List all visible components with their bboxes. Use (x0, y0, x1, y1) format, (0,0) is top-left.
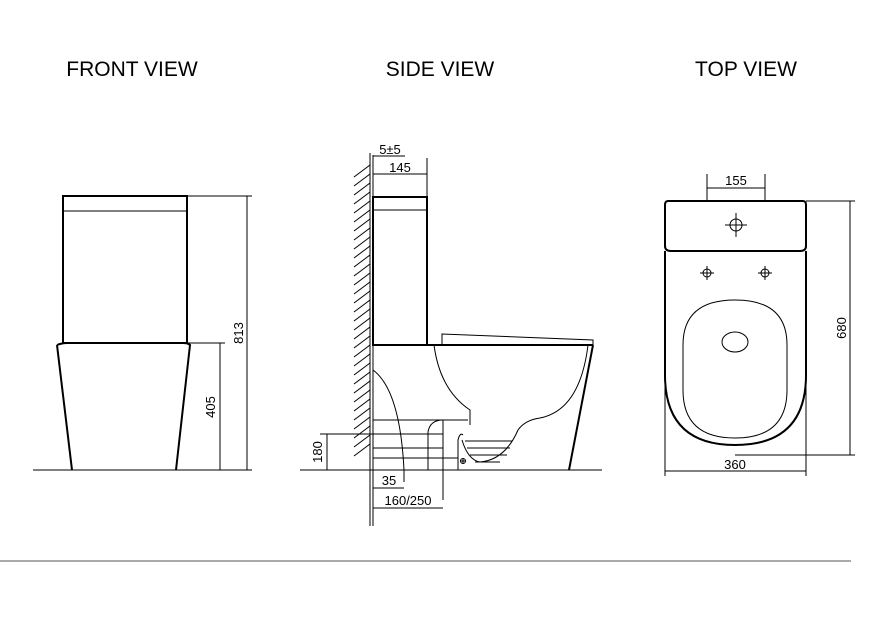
dim-145: 145 (389, 160, 411, 175)
wall-hatch-line (353, 272, 371, 286)
dim-360: 360 (724, 457, 746, 472)
wall-hatch-line (353, 308, 371, 322)
wall-hatch-line (353, 209, 371, 223)
wall-hatch-line (353, 425, 371, 439)
dim-405: 405 (203, 396, 218, 418)
wall-hatch-line (353, 380, 371, 394)
wall-hatch-line (353, 389, 371, 403)
dim-680: 680 (834, 317, 849, 339)
wall-hatch-line (353, 371, 371, 385)
wall-hatch-line (353, 416, 371, 430)
wall-hatch-line (353, 362, 371, 376)
wall-hatch-line (353, 236, 371, 250)
top-view-title: TOP VIEW (695, 58, 797, 81)
wall-hatch-line (353, 227, 371, 241)
wall-hatch-line (353, 443, 371, 457)
front-view: 813 405 (33, 195, 252, 471)
wall-hatch-line (353, 173, 371, 187)
wall-hatch-line (353, 263, 371, 277)
wall-hatch-line (353, 326, 371, 340)
side-view-title: SIDE VIEW (386, 58, 495, 81)
wall-hatch-line (353, 299, 371, 313)
wall-hatch-line (353, 254, 371, 268)
wall-hatch-line (353, 434, 371, 448)
dim-180: 180 (310, 441, 325, 463)
dim-35: 35 (382, 473, 396, 488)
wall-hatch-line (353, 245, 371, 259)
wall-hatch-line (353, 281, 371, 295)
wall-hatch-line (353, 335, 371, 349)
wall-hatch-line (353, 290, 371, 304)
wall-hatch-line (353, 164, 371, 178)
wall-hatch-line (353, 182, 371, 196)
top-view: 155 680 360 (664, 173, 855, 476)
wall-hatch-line (353, 191, 371, 205)
side-view: 5±5 145 180 35 160/250 (300, 142, 602, 526)
wall-hatch-line (353, 407, 371, 421)
wall-hatch-line (353, 344, 371, 358)
wall-hatch-line (353, 398, 371, 412)
wall-hatch-line (353, 218, 371, 232)
dim-155: 155 (725, 173, 747, 188)
dim-160-250: 160/250 (385, 493, 432, 508)
wall-hatch-line (353, 353, 371, 367)
dim-5-5: 5±5 (379, 142, 401, 157)
wall-hatch-line (353, 317, 371, 331)
wall-hatch-line (353, 200, 371, 214)
front-view-title: FRONT VIEW (66, 58, 198, 81)
dim-813: 813 (231, 322, 246, 344)
